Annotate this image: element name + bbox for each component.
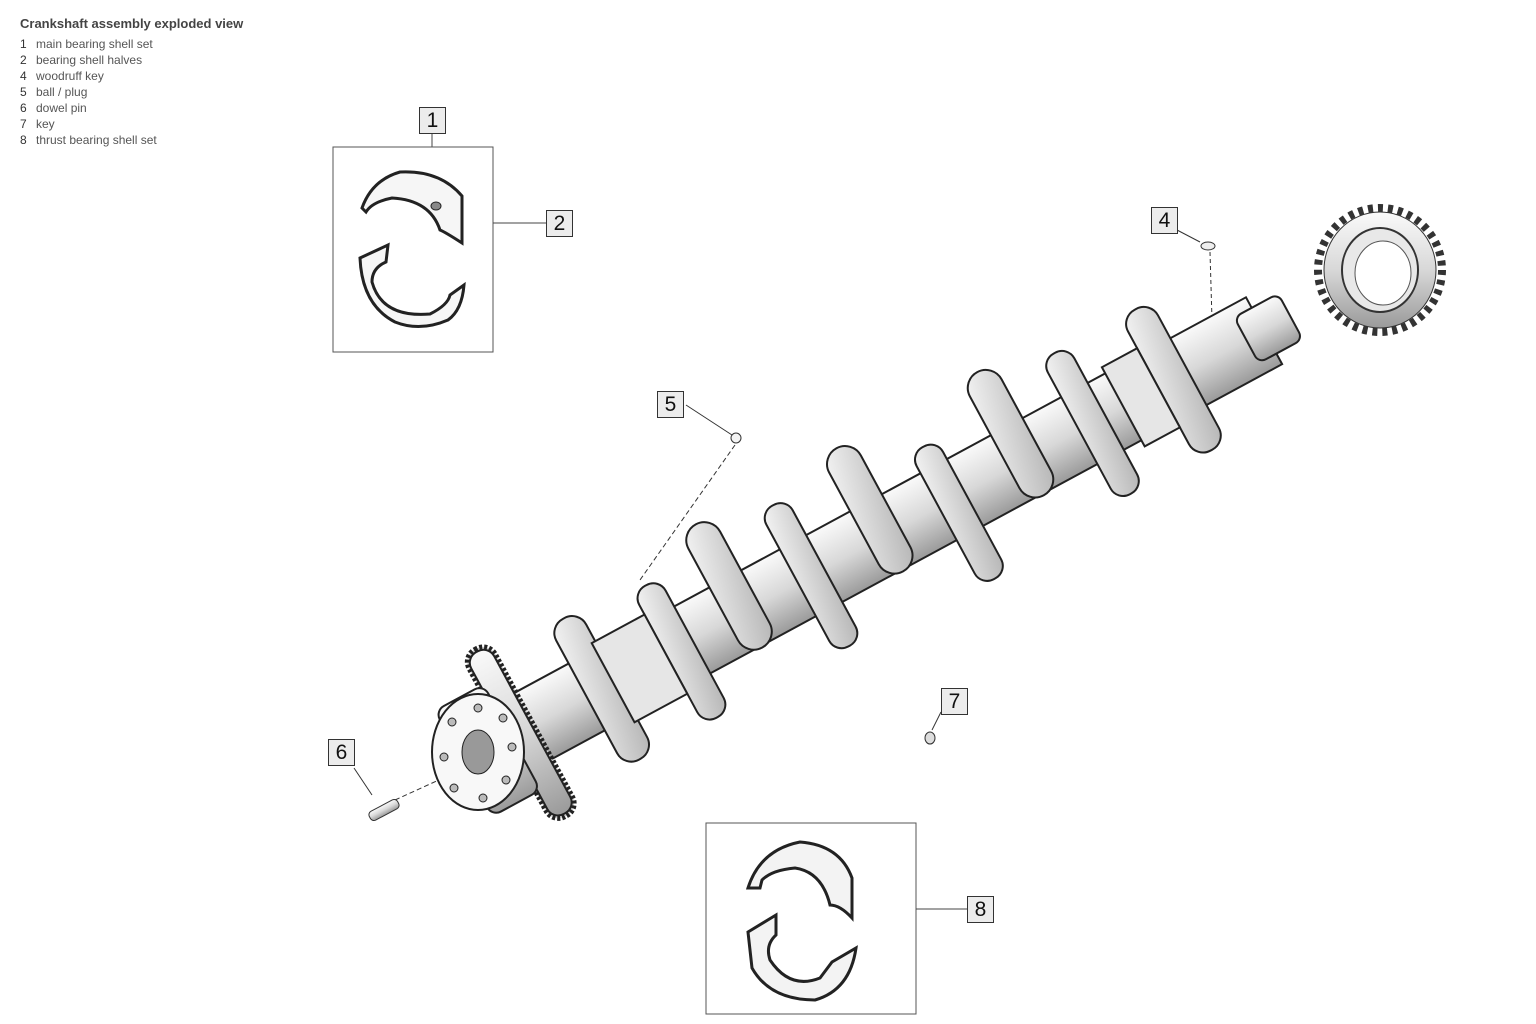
dowel-pin-part [368, 798, 400, 822]
upper-thrust-shell [745, 840, 854, 922]
callout-4[interactable]: 4 [1151, 207, 1178, 234]
ball-plug-part [730, 432, 742, 444]
legend-number: 8 [20, 133, 27, 147]
legend-part-name: key [36, 117, 55, 131]
legend-number: 1 [20, 37, 27, 51]
callout-1[interactable]: 1 [419, 107, 446, 134]
legend-part-name: woodruff key [36, 69, 104, 83]
callout-2[interactable]: 2 [546, 210, 573, 237]
legend-row: 1 main bearing shell set [20, 36, 243, 52]
callout-8[interactable]: 8 [967, 896, 994, 923]
legend-row: 7 key [20, 116, 243, 132]
key-part [924, 731, 936, 745]
legend-number: 7 [20, 117, 27, 131]
parts-legend: Crankshaft assembly exploded view 1 main … [20, 16, 243, 148]
timing-gear [1314, 204, 1446, 336]
callout-7[interactable]: 7 [941, 688, 968, 715]
legend-row: 6 dowel pin [20, 100, 243, 116]
legend-row: 8 thrust bearing shell set [20, 132, 243, 148]
lower-thrust-shell [746, 912, 858, 1002]
crankshaft [437, 295, 1301, 821]
legend-number: 2 [20, 53, 27, 67]
legend-part-name: dowel pin [36, 101, 87, 115]
hub-face [431, 693, 525, 811]
diagram-title: Crankshaft assembly exploded view [20, 16, 244, 31]
legend-number: 6 [20, 101, 27, 115]
woodruff-key-part [1200, 241, 1216, 251]
legend-part-name: thrust bearing shell set [36, 133, 157, 147]
legend-number: 5 [20, 85, 27, 99]
legend-part-name: bearing shell halves [36, 53, 143, 67]
legend-row: 2 bearing shell halves [20, 52, 243, 68]
callout-5[interactable]: 5 [657, 391, 684, 418]
legend-number: 4 [20, 69, 27, 83]
upper-bearing-shell [360, 170, 464, 246]
legend-row: 5 ball / plug [20, 84, 243, 100]
legend-part-name: ball / plug [36, 85, 88, 99]
lower-bearing-shell [358, 242, 466, 328]
bearing-set-1-group [332, 133, 546, 353]
callout-6[interactable]: 6 [328, 739, 355, 766]
legend-part-name: main bearing shell set [36, 37, 153, 51]
legend-row: 4 woodruff key [20, 68, 243, 84]
bearing-set-8-group [705, 822, 967, 1015]
